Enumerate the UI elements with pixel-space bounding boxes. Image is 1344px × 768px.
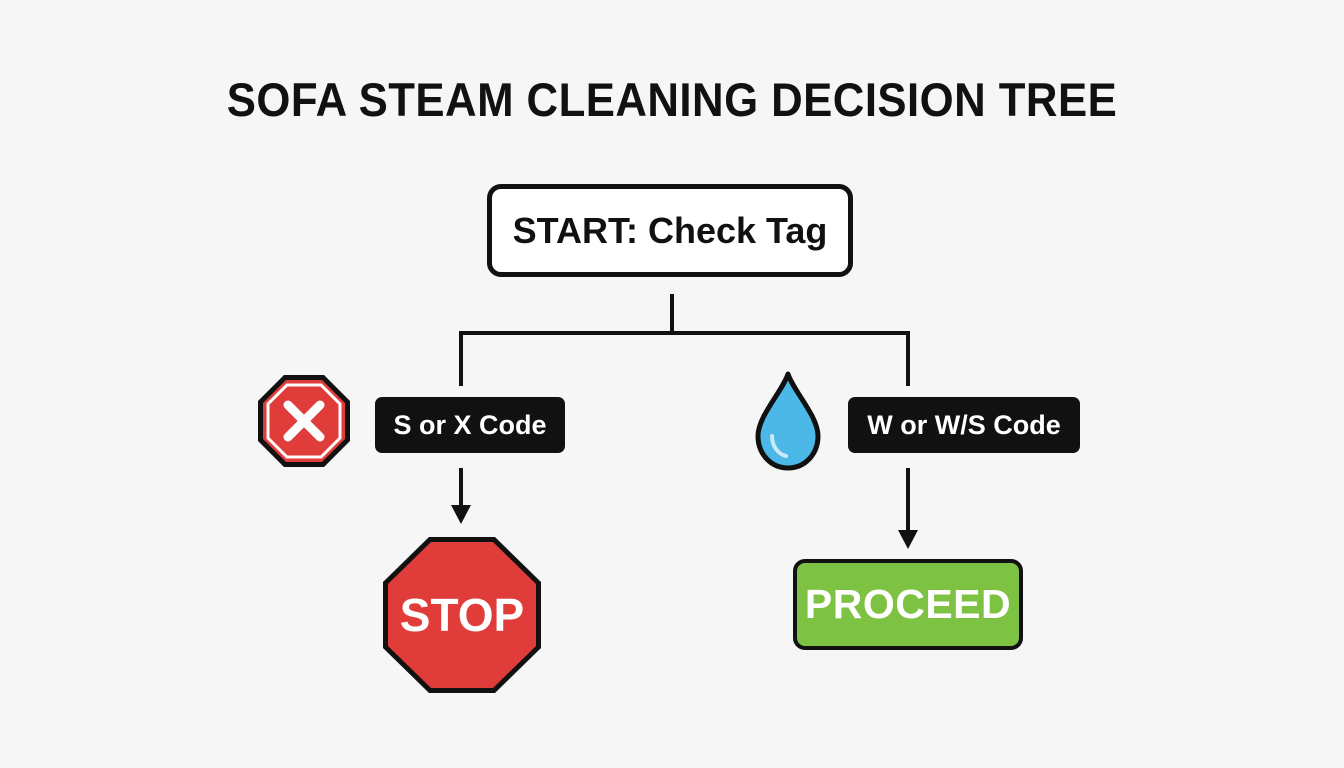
proceed-outcome-label: PROCEED — [804, 581, 1012, 627]
stop-outcome-label: STOP — [399, 589, 525, 641]
start-node-label: START: Check Tag — [512, 209, 828, 251]
x-octagon-icon — [258, 375, 350, 467]
left-branch-label: S or X Code — [393, 409, 547, 440]
water-drop-icon — [755, 371, 821, 471]
diagram-title: SOFA STEAM CLEANING DECISION TREE — [226, 73, 1118, 126]
left-outcome-arrow-head — [451, 505, 471, 524]
w-or-ws-code-label: W or W/S Code — [848, 397, 1080, 453]
proceed-outcome: PROCEED — [793, 559, 1023, 650]
s-or-x-code-label: S or X Code — [375, 397, 565, 453]
stop-outcome: STOP — [381, 535, 543, 695]
start-node: START: Check Tag — [487, 184, 853, 277]
right-outcome-arrow-head — [898, 530, 918, 549]
stop-octagon — [383, 537, 541, 693]
right-branch-label: W or W/S Code — [867, 409, 1061, 440]
